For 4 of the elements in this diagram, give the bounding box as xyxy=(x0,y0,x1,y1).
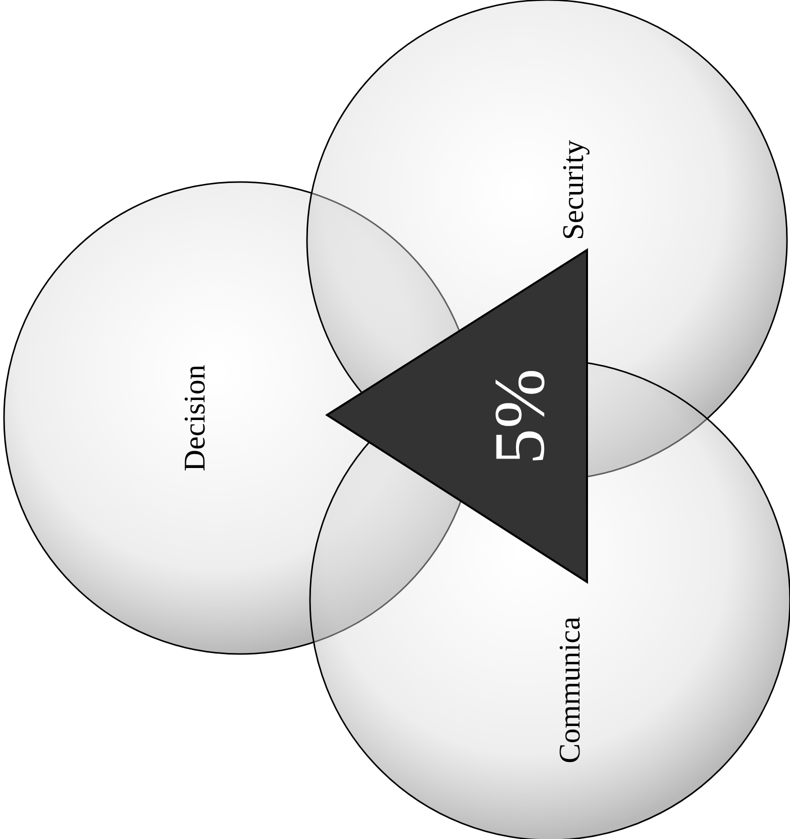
circle-label: Decision xyxy=(178,364,212,472)
percentage-label: 5% xyxy=(478,368,560,464)
circle-label: Communica xyxy=(552,616,587,764)
circle-label: Security xyxy=(557,140,591,240)
